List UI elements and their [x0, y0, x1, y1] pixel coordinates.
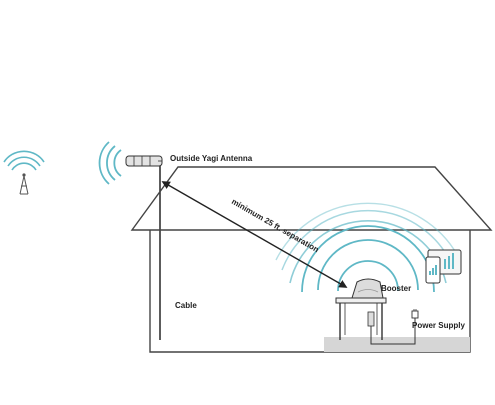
- yagi-antenna-icon: [125, 155, 163, 340]
- power-plug-icon: [411, 309, 419, 319]
- separation-arrow: [161, 181, 348, 288]
- power-supply-label: Power Supply: [412, 321, 465, 330]
- antenna-label: Outside Yagi Antenna: [170, 154, 253, 163]
- booster-label: Booster: [381, 284, 411, 293]
- cable-label: Cable: [175, 301, 197, 310]
- antenna-wave-icon: [98, 141, 122, 185]
- power-cable: [370, 318, 416, 345]
- booster-icon: [351, 278, 384, 299]
- cell-tower-icon: [3, 150, 45, 195]
- booster-table: [335, 297, 387, 340]
- phone-icon: [425, 256, 441, 284]
